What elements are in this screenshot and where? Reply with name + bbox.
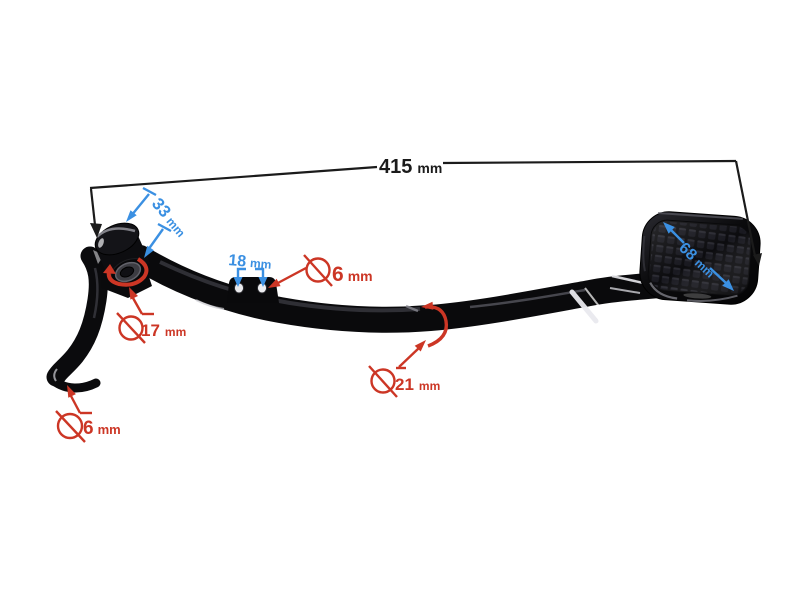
- diameter-slash: [55, 410, 86, 443]
- tube-near-pad-highlight-2: [609, 287, 641, 294]
- stop-tab-label: 6 mm: [83, 418, 121, 439]
- arrowhead-icon: [663, 222, 675, 234]
- stop-tab-unit: mm: [98, 422, 121, 437]
- hole-diameter-value: 6: [332, 263, 344, 286]
- pivot-boss-length-label: 33mm: [148, 194, 191, 240]
- leader-line: [69, 395, 82, 414]
- arrowhead-icon-2: [722, 279, 734, 291]
- stop-arm-highlight: [92, 267, 99, 319]
- brake-pedal-part: [46, 211, 761, 393]
- arrowhead-icon-2: [144, 245, 154, 258]
- diameter-icon: [305, 257, 331, 283]
- rotation-arrowhead-icon: [103, 264, 116, 274]
- arrowhead-icon: [414, 340, 426, 352]
- lever-tube-gray-dash: [405, 304, 419, 313]
- bracket-right: [255, 267, 265, 279]
- pivot-boss-left-glint: [98, 238, 104, 248]
- measure-line-upper: [669, 228, 685, 244]
- diameter-icon: [370, 368, 396, 394]
- arrowhead-icon: [268, 278, 281, 288]
- dimension-line-left: [89, 188, 97, 226]
- arrowhead-icon: [233, 277, 243, 287]
- pedal-pad-bottom-glint-right: [686, 294, 738, 302]
- rotation-arrow-icon: [424, 305, 449, 348]
- pedal-pad-sheen: [648, 220, 752, 296]
- hole-spacing-unit: mm: [249, 256, 271, 272]
- diameter-slash: [368, 365, 398, 398]
- lever-tube-top-sheen: [159, 260, 421, 313]
- diameter-icon: [56, 412, 84, 440]
- tube-diameter-unit: mm: [419, 379, 440, 393]
- measure-line-lower: [709, 267, 727, 284]
- dim-stop-tab-diameter: 6 mm: [55, 385, 121, 443]
- arrowhead-icon-2: [258, 277, 268, 287]
- leader-line: [398, 346, 421, 368]
- pedal-pad-left-rim-light: [642, 235, 646, 272]
- pedal-pad-bottom-glint-left: [649, 282, 678, 300]
- arrowhead-icon: [67, 385, 76, 398]
- pivot-bore-hole: [119, 266, 135, 278]
- lever-tube-specular: [569, 289, 599, 324]
- pivot-bore-label: 17 mm: [141, 321, 186, 340]
- diameter-slash: [116, 312, 146, 344]
- leader-line: [131, 297, 144, 315]
- hole-spacing-value: 18: [228, 252, 247, 270]
- dimension-line-top-b: [442, 159, 737, 165]
- stop-arm-foot: [49, 376, 101, 393]
- leader-line-2: [147, 228, 164, 251]
- leader-tick-2: [157, 222, 172, 233]
- arrowhead-icon: [126, 210, 137, 222]
- hole-diameter-unit: mm: [348, 268, 373, 284]
- dimension-line-right: [734, 160, 757, 257]
- dim-overall-length: 415 mm: [89, 156, 762, 266]
- pedal-pad-specular-dot: [683, 293, 712, 299]
- diameter-icon: [118, 315, 144, 341]
- leader-line: [275, 266, 307, 286]
- arrowhead-down-icon: [90, 223, 102, 238]
- pivot-boss-length-unit: mm: [163, 214, 187, 239]
- lever-tube: [127, 245, 673, 333]
- dimension-line-top-a: [89, 165, 378, 190]
- stop-arm: [46, 246, 108, 387]
- dim-pivot-bore-diameter: 17 mm: [103, 257, 186, 344]
- lever-tube-small-glint: [195, 299, 225, 310]
- overall-length-label: 415 mm: [379, 156, 442, 178]
- stop-arm-tip-glint: [53, 368, 58, 382]
- bracket-left: [236, 267, 246, 279]
- pivot-bore-value: 17: [141, 321, 160, 340]
- diameter-slash: [303, 254, 333, 287]
- rotation-arrow-icon: [106, 257, 149, 287]
- pivot-bore-unit: mm: [165, 325, 186, 339]
- arrowhead-icon: [129, 287, 138, 300]
- lever-tube-specular-thin: [584, 287, 603, 311]
- rotation-arrowhead-icon: [421, 301, 434, 310]
- junction-notch: [93, 250, 104, 264]
- dim-lever-tube-diameter: 21 mm: [368, 301, 449, 398]
- tube-diameter-label: 21 mm: [395, 375, 440, 394]
- tube-diameter-value: 21: [395, 375, 414, 394]
- pivot-boss-rim-highlight: [96, 227, 136, 238]
- leader-line: [130, 193, 150, 217]
- overall-length-unit: mm: [417, 160, 442, 176]
- overall-length-value: 415: [379, 156, 412, 178]
- stop-tab-value: 6: [83, 418, 94, 439]
- pedal-pad-top-rim-light: [657, 211, 743, 220]
- leader-tick: [142, 186, 157, 197]
- arrowhead-down-right-icon: [753, 253, 762, 266]
